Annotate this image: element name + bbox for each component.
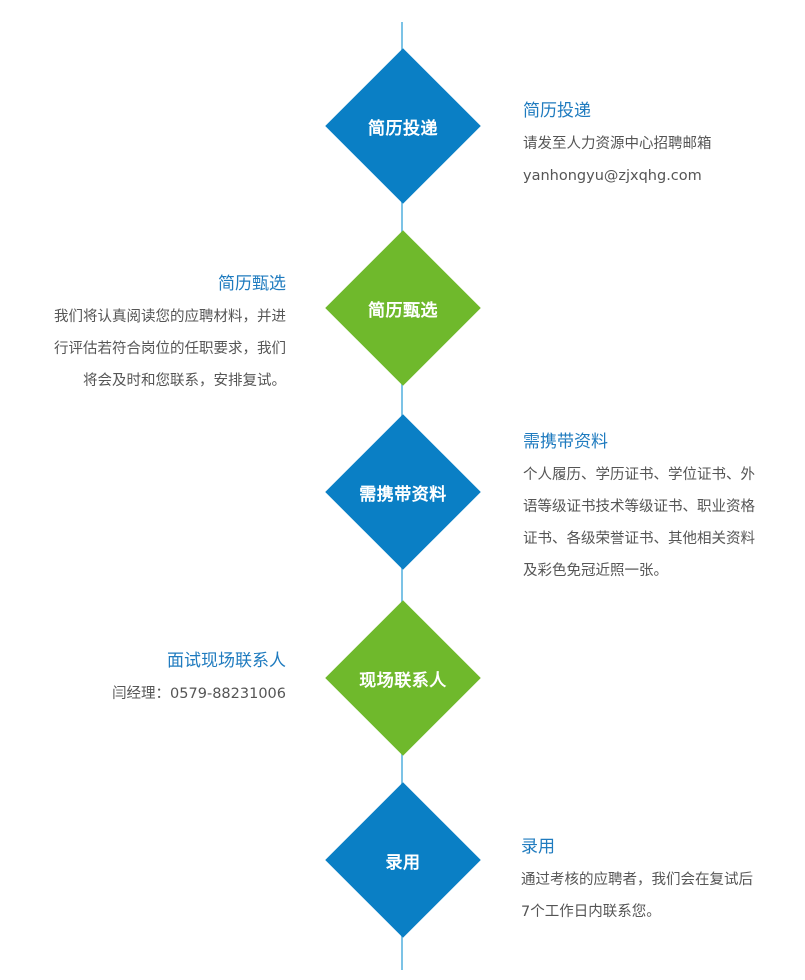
step-4-line-1: 闫经理：0579-88231006 (112, 686, 286, 702)
step-4-diamond: 现场联系人 (325, 600, 481, 756)
step-2-line-2: 行评估若符合岗位的任职要求，我们 (54, 341, 286, 357)
step-5-line-2: 7个工作日内联系您。 (521, 904, 661, 920)
step-1-title: 简历投递 (523, 101, 591, 121)
step-1-info: 简历投递 请发至人力资源中心招聘邮箱 yanhongyu@zjxqhg.com (523, 98, 712, 192)
step-3-desc: 个人履历、学历证书、学位证书、外 语等级证书技术等级证书、职业资格 证书、各级荣… (523, 459, 755, 587)
step-3-line-1: 个人履历、学历证书、学位证书、外 (523, 467, 755, 483)
step-2-info: 简历甄选 我们将认真阅读您的应聘材料，并进 行评估若符合岗位的任职要求，我们 将… (20, 271, 286, 397)
step-5-title: 录用 (521, 837, 555, 857)
step-2-title: 简历甄选 (218, 274, 286, 294)
step-3-info: 需携带资料 个人履历、学历证书、学位证书、外 语等级证书技术等级证书、职业资格 … (523, 429, 755, 587)
step-2-diamond-label: 简历甄选 (368, 300, 438, 321)
step-2-desc: 我们将认真阅读您的应聘材料，并进 行评估若符合岗位的任职要求，我们 将会及时和您… (20, 301, 286, 397)
step-1-diamond: 简历投递 (325, 48, 481, 204)
step-1-line-1: 请发至人力资源中心招聘邮箱 (523, 136, 712, 152)
step-3-diamond-label: 需携带资料 (359, 484, 447, 505)
step-5-info: 录用 通过考核的应聘者，我们会在复试后 7个工作日内联系您。 (521, 834, 753, 928)
step-3-line-2: 语等级证书技术等级证书、职业资格 (523, 499, 755, 515)
step-4-diamond-label: 现场联系人 (359, 670, 447, 691)
step-2-line-3: 将会及时和您联系，安排复试。 (83, 373, 286, 389)
step-2-line-1: 我们将认真阅读您的应聘材料，并进 (54, 309, 286, 325)
step-5-diamond-label: 录用 (385, 852, 421, 873)
step-2-diamond: 简历甄选 (325, 230, 481, 386)
step-4-info: 面试现场联系人 闫经理：0579-88231006 (20, 648, 286, 710)
step-3-title: 需携带资料 (523, 432, 608, 452)
step-3-line-3: 证书、各级荣誉证书、其他相关资料 (523, 531, 755, 547)
step-5-desc: 通过考核的应聘者，我们会在复试后 7个工作日内联系您。 (521, 864, 753, 928)
step-3-diamond: 需携带资料 (325, 414, 481, 570)
step-1-desc: 请发至人力资源中心招聘邮箱 yanhongyu@zjxqhg.com (523, 128, 712, 192)
step-4-title: 面试现场联系人 (167, 651, 286, 671)
step-5-diamond: 录用 (325, 782, 481, 938)
step-1-diamond-label: 简历投递 (368, 118, 438, 139)
step-1-line-2: yanhongyu@zjxqhg.com (523, 168, 702, 184)
step-4-desc: 闫经理：0579-88231006 (20, 678, 286, 710)
step-5-line-1: 通过考核的应聘者，我们会在复试后 (521, 872, 753, 888)
step-3-line-4: 及彩色免冠近照一张。 (523, 563, 668, 579)
